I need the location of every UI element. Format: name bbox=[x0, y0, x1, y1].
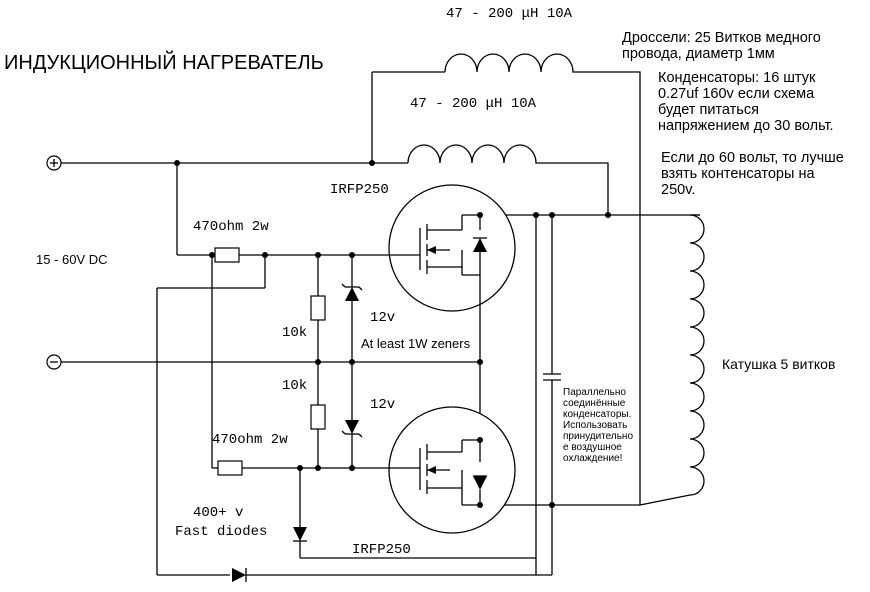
gate-resistor-top-label: 470ohm 2w bbox=[193, 219, 269, 235]
junction-dots bbox=[174, 160, 611, 508]
page-title: ИНДУКЦИОННЫЙ НАГРЕВАТЕЛЬ bbox=[4, 52, 324, 74]
positive-rail bbox=[61, 71, 445, 256]
pulldown-bottom-label: 10k bbox=[282, 378, 308, 394]
choke-top bbox=[444, 53, 641, 505]
diode-type-label: Fast diodes bbox=[175, 524, 268, 540]
gate-resistor-bottom-label: 470ohm 2w bbox=[212, 432, 288, 448]
chokes-note: Дроссели: 25 Витков медного провода, диа… bbox=[622, 30, 821, 62]
high-voltage-note: Если до 60 вольт, то лучше взять контенс… bbox=[661, 150, 844, 198]
zener-bottom-label: 12v bbox=[370, 397, 396, 413]
capacitor-note: Параллельно соединённые конденсаторы. Ис… bbox=[563, 387, 633, 464]
diode-rating-label: 400+ v bbox=[193, 505, 244, 521]
coil-label: Катушка 5 витков bbox=[722, 356, 836, 372]
mosfet-top-symbol bbox=[388, 184, 516, 440]
choke-top-label: 47 - 200 μH 10A bbox=[446, 6, 573, 22]
capacitor-bank-symbol bbox=[480, 373, 640, 506]
zener-top-label: 12v bbox=[370, 310, 396, 326]
capacitors-note: Конденсаторы: 16 штук 0.27uf 160v если с… bbox=[658, 70, 834, 134]
mosfet-top-label: IRFP250 bbox=[330, 182, 389, 198]
mosfet-bottom-symbol bbox=[388, 406, 516, 534]
supply-voltage-label: 15 - 60V DC bbox=[36, 252, 108, 267]
drain-top-node bbox=[480, 214, 700, 575]
zener-note: At least 1W zeners bbox=[361, 336, 471, 351]
choke-second bbox=[407, 144, 609, 215]
pulldown-top-label: 10k bbox=[282, 325, 308, 341]
choke-second-label: 47 - 200 μH 10A bbox=[410, 96, 537, 112]
mosfet-bottom-label: IRFP250 bbox=[352, 542, 411, 558]
work-coil bbox=[639, 214, 705, 506]
